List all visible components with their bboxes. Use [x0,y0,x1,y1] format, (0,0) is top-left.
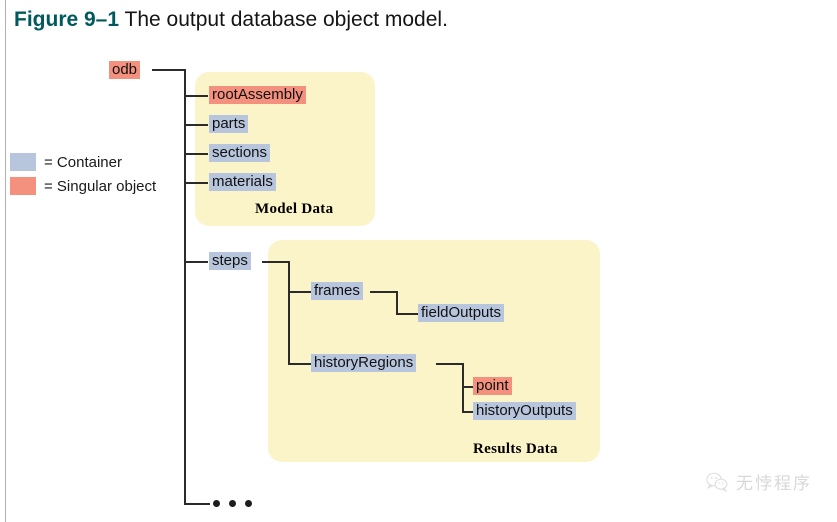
node-historyoutputs[interactable]: historyOutputs [473,402,576,420]
ellipsis-dot-3 [245,500,252,507]
connector-point-stub [462,386,474,388]
ellipsis-dot-1 [213,500,220,507]
watermark: 无悖程序 [706,469,812,494]
connector-branch-frames [288,291,312,293]
connector-branch-historyregions [288,363,312,365]
wechat-icon [706,472,728,492]
results-data-panel [268,240,600,462]
connector-branch-parts [184,124,208,126]
model-data-panel-title: Model Data [255,201,334,217]
node-point[interactable]: point [473,377,512,395]
connector-fieldoutputs-stub [396,313,418,315]
connector-frames-vertical [396,291,398,315]
node-odb[interactable]: odb [109,61,141,79]
results-data-panel-title: Results Data [473,441,558,457]
connector-historyoutputs-stub [462,411,474,413]
node-parts[interactable]: parts [209,115,249,133]
legend: = Container = Singular object [10,150,156,198]
figure-title: The output database object model. [124,8,448,31]
connector-branch-sections [184,153,208,155]
node-rootassembly[interactable]: rootAssembly [209,86,306,104]
connector-steps-stub [262,261,290,263]
figure-number: Figure 9–1 [14,8,120,31]
connector-historyregions-vertical [462,363,464,413]
connector-branch-steps [184,261,208,263]
node-fieldoutputs[interactable]: fieldOutputs [418,304,505,322]
legend-label-container: = Container [44,153,122,171]
node-materials[interactable]: materials [209,173,276,191]
connector-trunk-bottom [184,503,210,505]
singular-swatch [10,177,36,195]
connector-odb-to-trunk [152,69,186,71]
ellipsis-dot-2 [229,500,236,507]
node-sections[interactable]: sections [209,144,271,162]
connector-branch-materials [184,182,208,184]
legend-label-singular: = Singular object [44,177,157,195]
connector-frames-stub [370,291,398,293]
legend-item-singular: = Singular object [10,174,156,198]
legend-item-container: = Container [10,150,156,174]
figure-caption: Figure 9–1 The output database object mo… [14,7,448,33]
node-steps[interactable]: steps [209,252,251,270]
connector-branch-rootassembly [184,95,208,97]
node-frames[interactable]: frames [311,282,363,300]
connector-steps-subtrunk [288,261,290,365]
container-swatch [10,153,36,171]
connector-trunk-vertical [184,69,186,505]
page-margin-rule [5,0,6,522]
connector-historyregions-stub [436,363,464,365]
watermark-text: 无悖程序 [736,474,812,493]
node-historyregions[interactable]: historyRegions [311,354,417,372]
